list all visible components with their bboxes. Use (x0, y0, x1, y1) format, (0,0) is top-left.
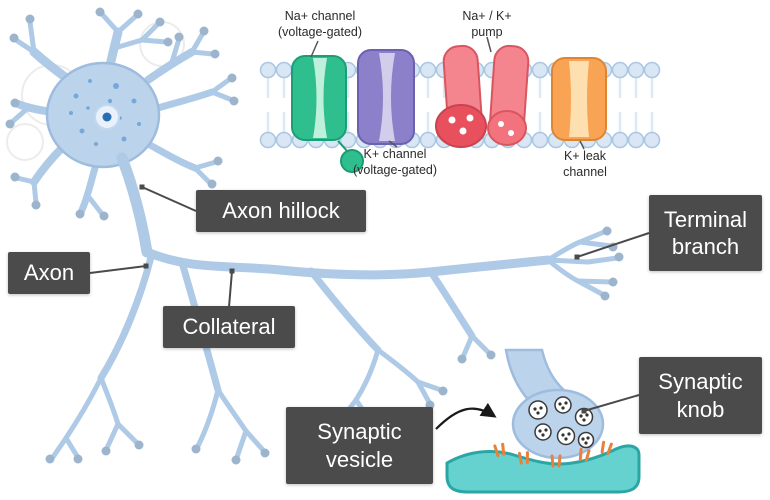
k-channel-shape (357, 49, 415, 145)
axon-and-branches (50, 152, 620, 460)
label-connectors (89, 184, 650, 430)
soma (45, 61, 161, 169)
label-synaptic-vesicle: Synaptic vesicle (286, 407, 433, 484)
dendrite-tip-dots (5, 7, 239, 221)
synaptic-knob-illustration (445, 348, 641, 494)
label-collateral: Collateral (163, 306, 295, 348)
na-channel-shape (291, 55, 364, 173)
label-axon-hillock: Axon hillock (196, 190, 366, 232)
synaptic-vesicles (528, 396, 595, 449)
terminal-branches (545, 229, 620, 297)
na-k-pump-shape (435, 44, 530, 148)
dendrites (9, 11, 235, 217)
axon-main (142, 247, 553, 280)
postsynaptic-membrane (445, 444, 641, 494)
label-na-channel: Na+ channel (voltage-gated) (277, 9, 363, 40)
label-k-channel: K+ channel (voltage-gated) (352, 147, 438, 178)
vesicle-arrow (435, 402, 497, 430)
channel-inactivation-ball (340, 149, 364, 173)
neurotransmitter-receptors (493, 440, 613, 468)
k-leak-channel-shape (551, 57, 607, 141)
label-terminal-branch: Terminal branch (649, 195, 762, 271)
label-na-k-pump: Na+ / K+ pump (462, 9, 512, 40)
axon-hillock-segment (116, 152, 153, 258)
collateral-branch (307, 267, 382, 354)
label-k-leak-channel: K+ leak channel (563, 149, 607, 180)
nissl-speckles (69, 79, 141, 146)
inset-pointer-lines (310, 36, 585, 150)
label-axon: Axon (8, 252, 90, 294)
label-synaptic-knob: Synaptic knob (639, 357, 762, 434)
nucleolus (102, 112, 112, 122)
